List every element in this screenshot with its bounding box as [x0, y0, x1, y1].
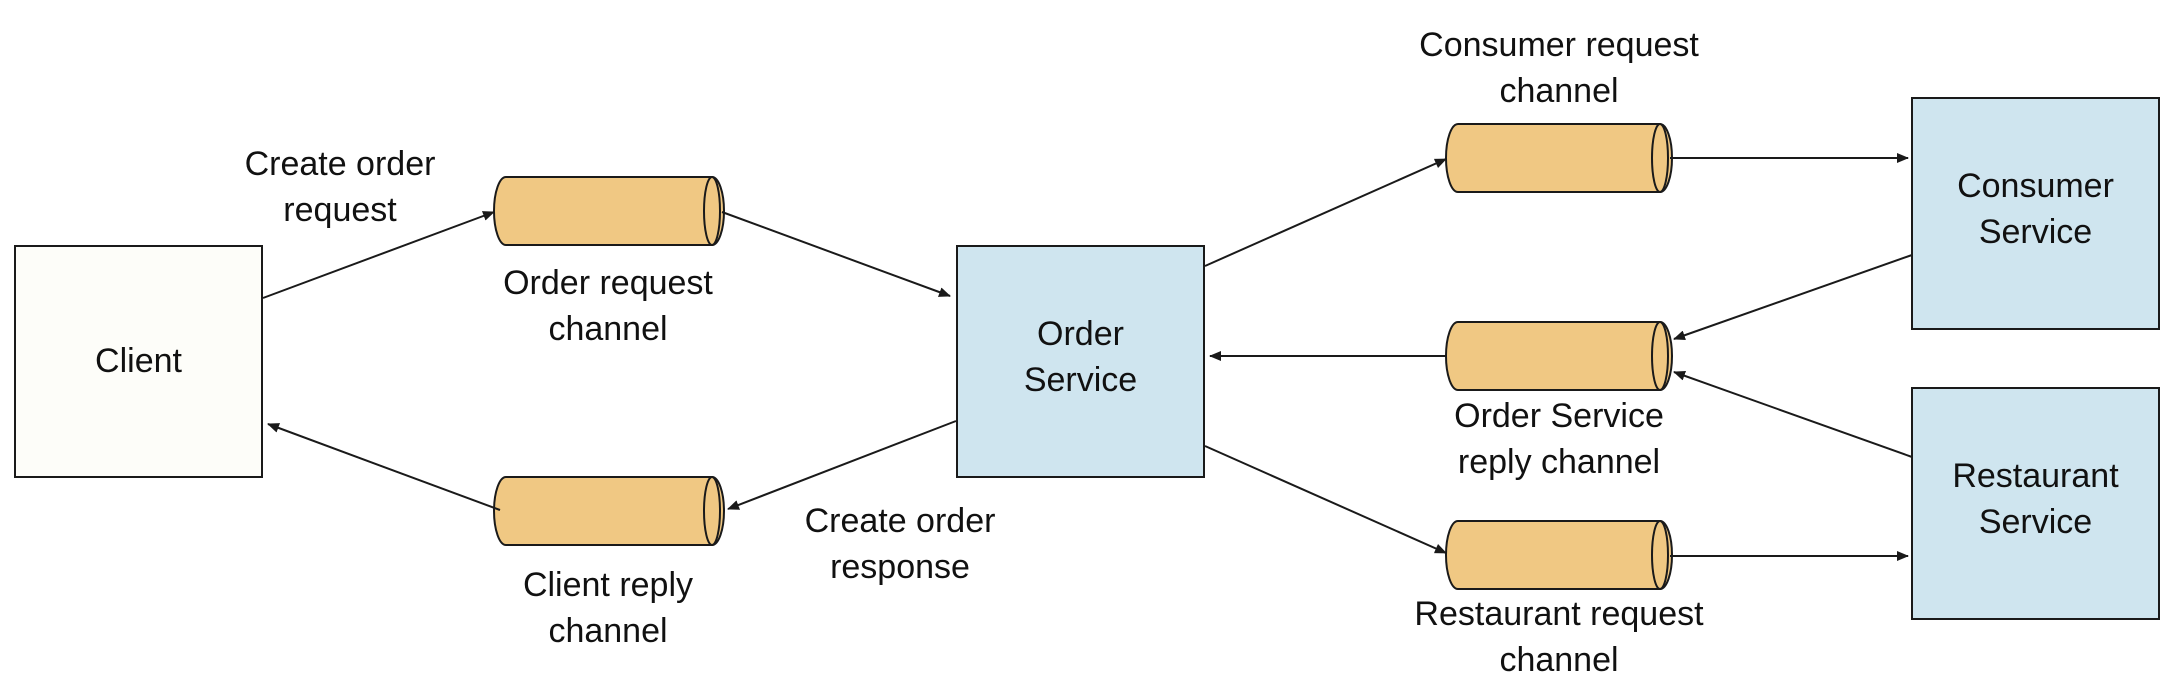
client-reply-channel-label: Client reply channel [522, 566, 694, 650]
restaurant-service-box [1911, 387, 2160, 620]
consumer-request-channel-cylinder [1445, 123, 1673, 193]
order-service-reply-channel-cylinder [1445, 321, 1673, 391]
client-reply-channel-cylinder [493, 476, 725, 546]
arrow-order-request-to-order-service [721, 211, 951, 297]
client-box [14, 245, 263, 478]
restaurant-request-channel-label: Restaurant request channel [1414, 595, 1704, 679]
client-label: Client [95, 342, 182, 380]
consumer-service-label: Consumer Service [1957, 167, 2114, 251]
restaurant-request-channel-cylinder [1445, 520, 1673, 590]
create-order-request-label: Create order request [244, 145, 436, 229]
arrow-order-service-to-client-reply [727, 420, 957, 510]
order-request-channel-cylinder [493, 176, 725, 246]
consumer-service-box [1911, 97, 2160, 330]
arrow-client-to-order-request [262, 211, 495, 299]
create-order-response-label: Create order response [804, 502, 996, 586]
arrow-order-service-to-consumer-request [1204, 158, 1447, 267]
order-service-reply-channel-label: Order Service reply channel [1454, 397, 1664, 481]
arrow-client-reply-to-client [267, 423, 501, 511]
arrow-consumer-service-to-reply-channel [1673, 254, 1913, 341]
order-service-label: Order Service [1023, 315, 1138, 399]
arrow-order-service-to-restaurant-request [1204, 445, 1447, 554]
restaurant-service-label: Restaurant Service [1952, 457, 2119, 541]
order-request-channel-label: Order request channel [503, 264, 713, 348]
order-service-box [956, 245, 1205, 478]
arrow-restaurant-service-to-reply-channel [1673, 370, 1913, 458]
consumer-request-channel-label: Consumer request channel [1419, 26, 1699, 110]
